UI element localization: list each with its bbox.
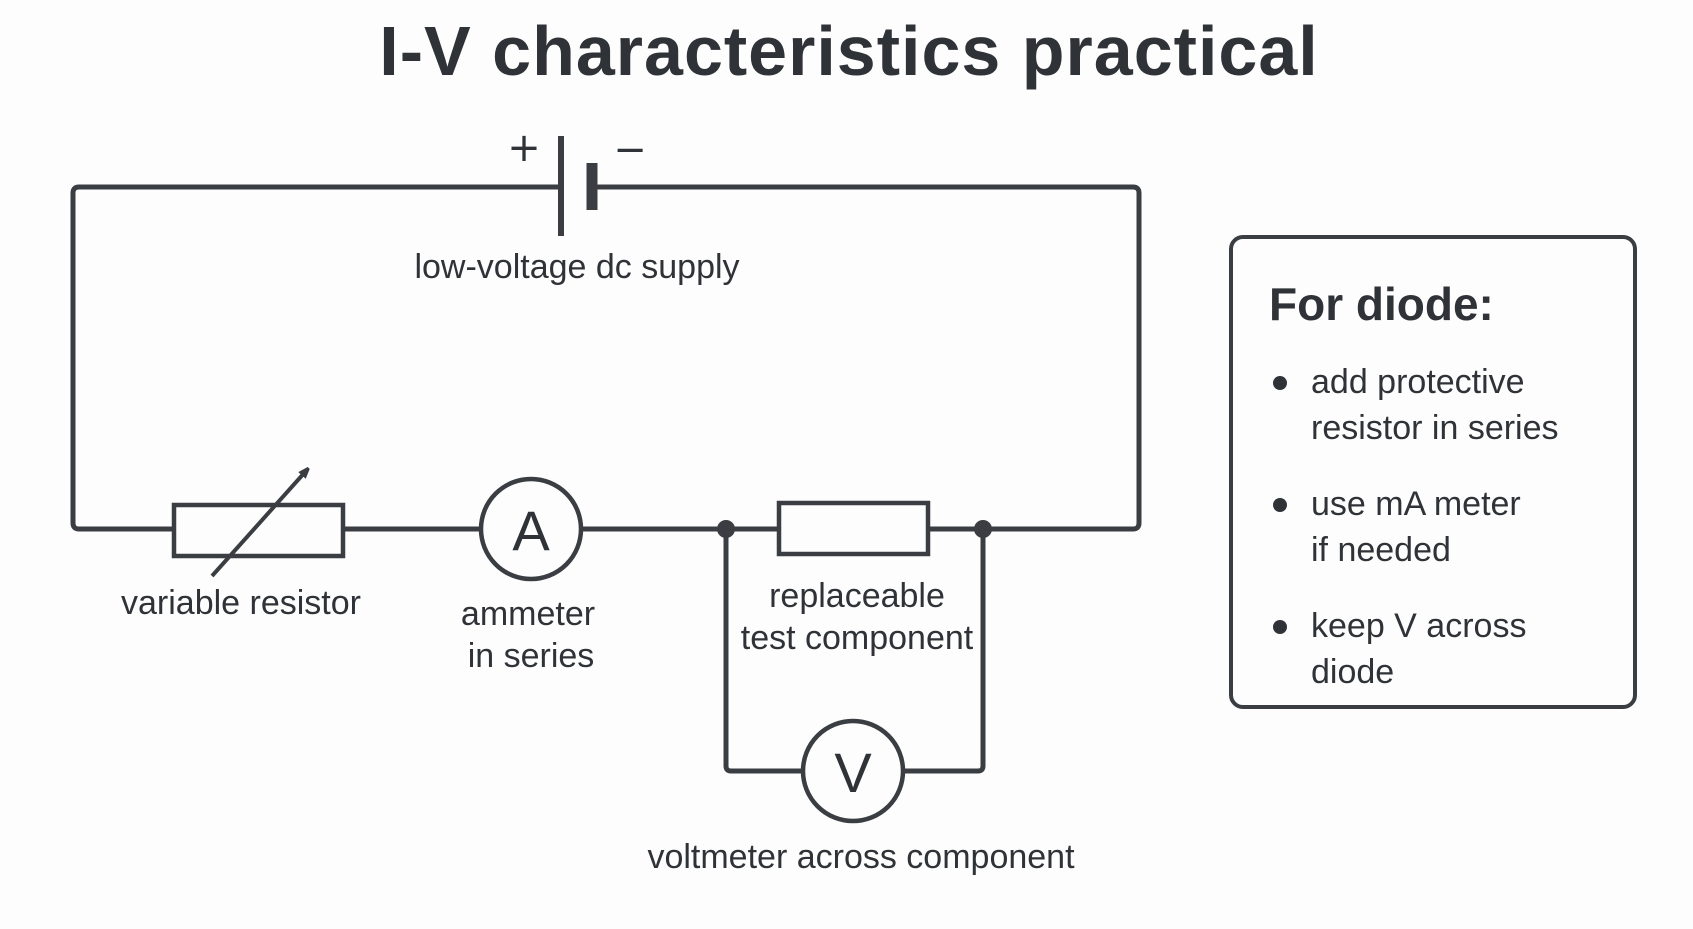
notes-item: add protective resistor in series (1267, 359, 1603, 451)
diode-notes-box: For diode: add protective resistor in se… (1229, 235, 1637, 709)
test-component-label-line2: test component (741, 619, 974, 657)
wire-top-right (589, 184, 1142, 532)
wire-top-left (70, 184, 564, 532)
test-component-label-line1: replaceable (769, 577, 945, 615)
supply-plus-sign: + (507, 125, 541, 171)
ammeter-label-line1: ammeter (461, 595, 595, 633)
voltmeter-symbol: V (834, 741, 872, 804)
wire-voltmeter-left (723, 526, 806, 774)
voltmeter-circle (800, 718, 906, 824)
voltmeter-label: voltmeter across component (647, 838, 1075, 876)
supply-minus-sign: − (613, 127, 647, 173)
ammeter-symbol: A (512, 499, 550, 562)
supply-label: low-voltage dc supply (414, 248, 739, 286)
bullet-icon (1273, 498, 1287, 512)
notes-item-text: add protective resistor in series (1311, 363, 1559, 447)
ammeter-label-line2: in series (468, 637, 595, 675)
wire-voltmeter-right (900, 526, 986, 774)
notes-list: add protective resistor in series use mA… (1267, 359, 1603, 695)
notes-item-text: use mA meter if needed (1311, 485, 1521, 569)
variable-resistor-arrow-icon (210, 471, 306, 578)
page-title: I-V characteristics practical (379, 12, 1318, 90)
notes-item: use mA meter if needed (1267, 481, 1603, 573)
bullet-icon (1273, 620, 1287, 634)
ammeter-circle (478, 476, 584, 582)
variable-resistor-body (171, 502, 346, 559)
test-component-body (776, 500, 931, 557)
notes-heading: For diode: (1269, 278, 1494, 330)
bullet-icon (1273, 376, 1287, 390)
notes-item: keep V across diode (1267, 603, 1603, 695)
variable-resistor-label: variable resistor (121, 584, 361, 622)
notes-item-text: keep V across diode (1311, 607, 1527, 691)
dc-supply-symbol (558, 136, 598, 236)
